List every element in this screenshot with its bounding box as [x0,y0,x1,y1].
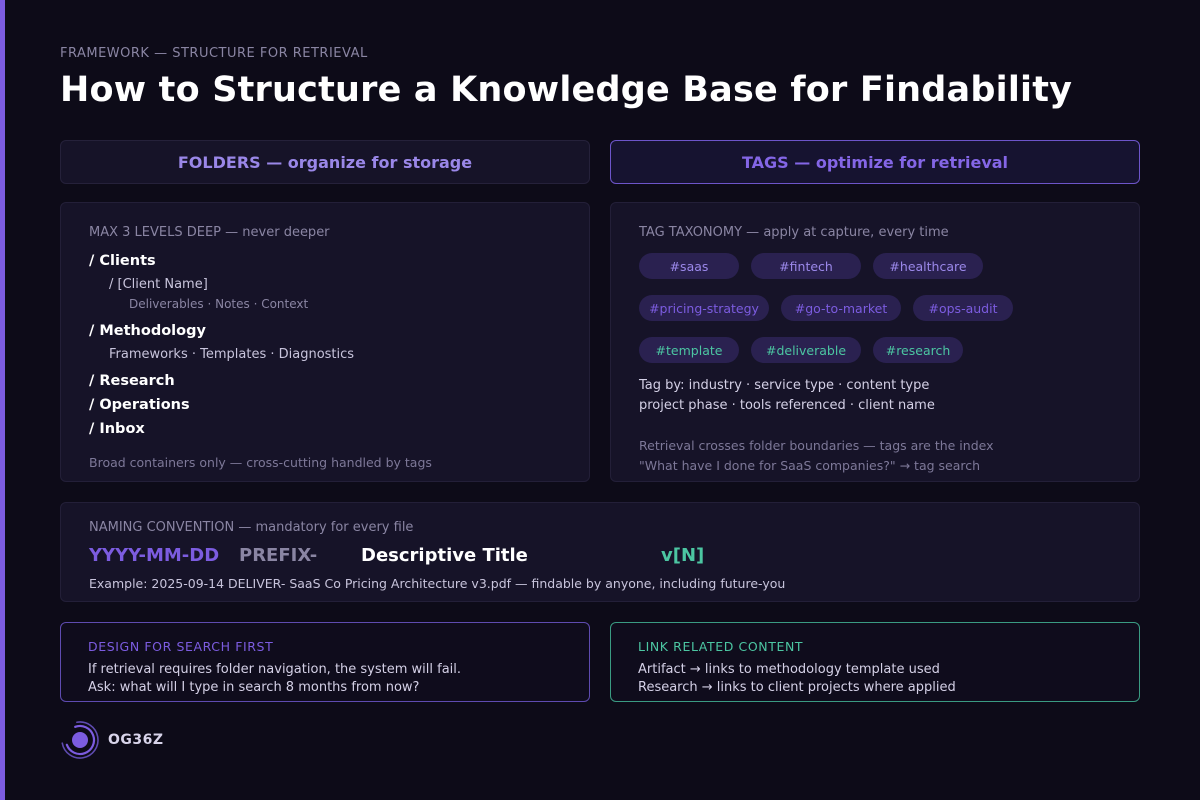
folder-methodology-subfolders: Frameworks · Templates · Diagnostics [109,347,355,362]
folders-panel: MAX 3 LEVELS DEEP — never deeper / Clien… [60,202,590,482]
tag-pill: #healthcare [873,253,983,279]
callout-title: LINK RELATED CONTENT [638,639,804,654]
folders-column-header: FOLDERS — organize for storage [60,140,590,184]
link-related-content-callout: LINK RELATED CONTENT Artifact → links to… [610,622,1140,702]
tag-pill: #ops-audit [913,295,1013,321]
folders-footer-note: Broad containers only — cross-cutting ha… [89,455,432,470]
concentric-circle-logo-icon [61,721,99,759]
page-title: How to Structure a Knowledge Base for Fi… [60,70,1073,110]
tags-panel: TAG TAXONOMY — apply at capture, every t… [610,202,1140,482]
callout-title: DESIGN FOR SEARCH FIRST [88,639,274,654]
tags-note-line-1: Retrieval crosses folder boundaries — ta… [639,438,994,453]
folder-research: / Research [89,373,175,389]
tag-pill: #saas [639,253,739,279]
tags-panel-label: TAG TAXONOMY — apply at capture, every t… [639,225,949,240]
left-accent-bar [0,0,5,800]
tag-pill: #pricing-strategy [639,295,769,321]
callout-line: Ask: what will I type in search 8 months… [88,680,420,695]
tag-pill: #template [639,337,739,363]
folder-client-subfolders: Deliverables · Notes · Context [129,297,309,311]
folder-clients: / Clients [89,253,156,269]
tag-pill: #go-to-market [781,295,901,321]
brand-name: OG36Z [108,732,164,748]
callout-line: Research → links to client projects wher… [638,680,956,695]
folder-inbox: / Inbox [89,421,145,437]
folder-operations: / Operations [89,397,190,413]
naming-date-part: YYYY-MM-DD [89,545,220,566]
naming-convention-panel: NAMING CONVENTION — mandatory for every … [60,502,1140,602]
tag-pill: #research [873,337,963,363]
folders-panel-label: MAX 3 LEVELS DEEP — never deeper [89,225,330,240]
naming-version-part: v[N] [661,545,705,566]
eyebrow-label: FRAMEWORK — STRUCTURE FOR RETRIEVAL [60,46,368,61]
callout-line: Artifact → links to methodology template… [638,662,940,677]
tag-pill: #fintech [751,253,861,279]
callout-line: If retrieval requires folder navigation,… [88,662,462,677]
tag-by-line-1: Tag by: industry · service type · conten… [639,378,930,393]
tags-column-header: TAGS — optimize for retrieval [610,140,1140,184]
folder-methodology: / Methodology [89,323,206,339]
folder-client-name: / [Client Name] [109,277,208,292]
naming-prefix-part: PREFIX- [239,545,318,566]
naming-example: Example: 2025-09-14 DELIVER- SaaS Co Pri… [89,576,786,591]
design-for-search-callout: DESIGN FOR SEARCH FIRST If retrieval req… [60,622,590,702]
naming-panel-label: NAMING CONVENTION — mandatory for every … [89,520,414,535]
tags-note-line-2: "What have I done for SaaS companies?" →… [639,458,981,473]
tag-pill: #deliverable [751,337,861,363]
naming-title-part: Descriptive Title [361,545,528,566]
tag-by-line-2: project phase · tools referenced · clien… [639,398,935,413]
